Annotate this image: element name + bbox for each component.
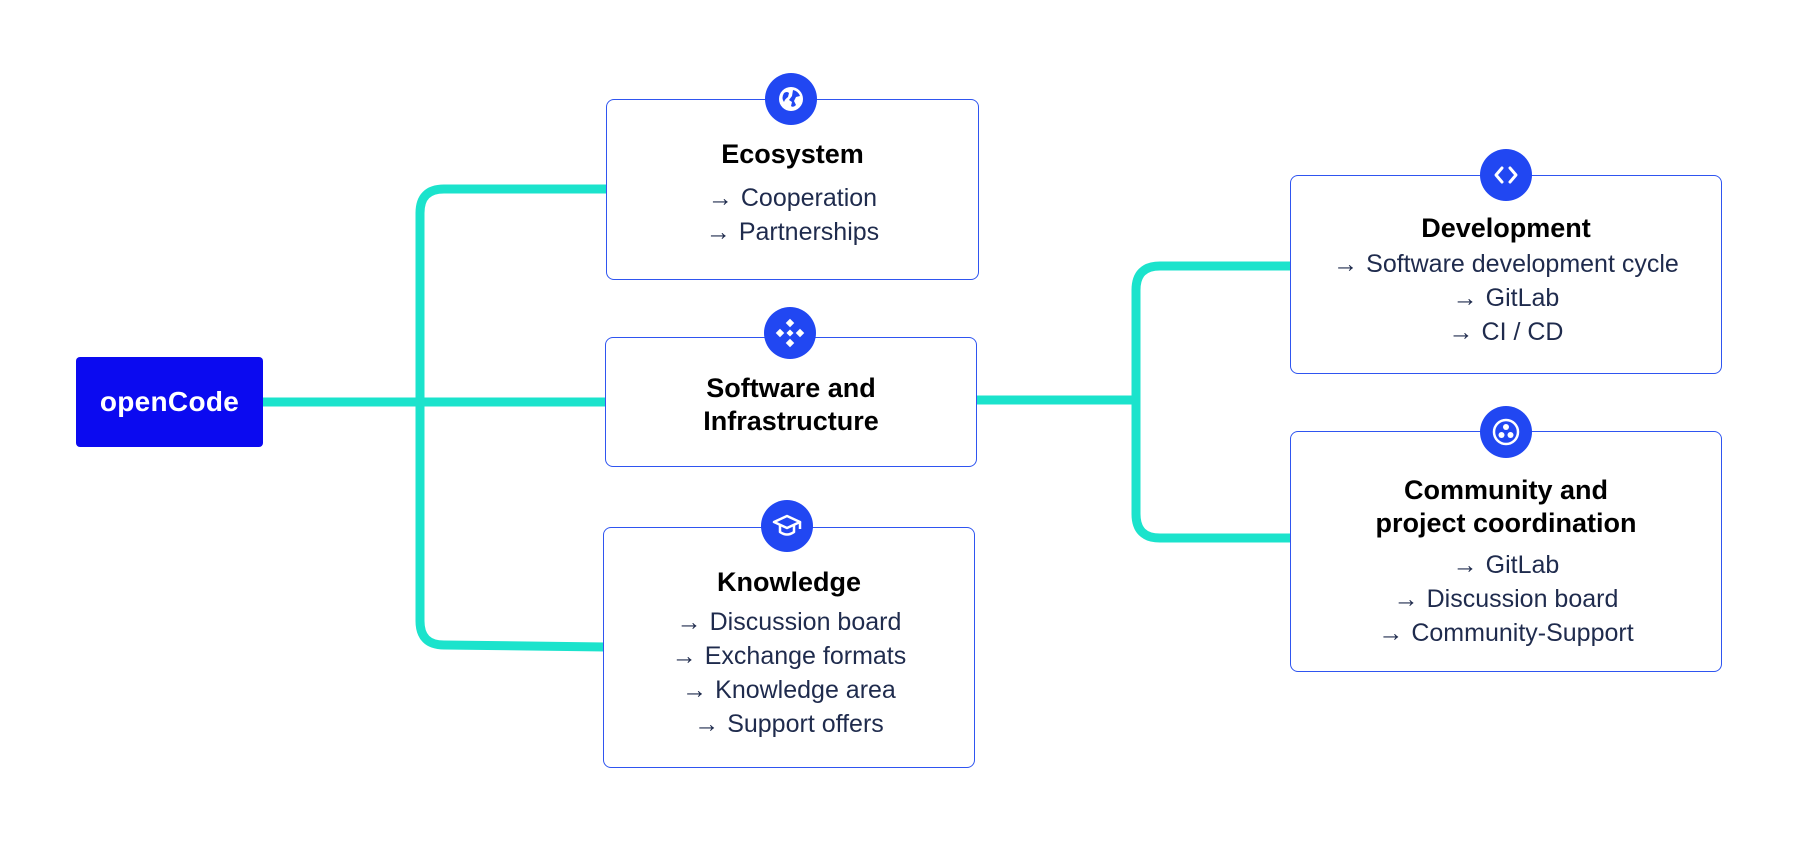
item-list: →Software development cycle →GitLab →CI …: [1333, 247, 1679, 349]
node-title-line1: Software and: [706, 373, 876, 403]
node-title: Ecosystem: [721, 139, 864, 169]
item-list: →Discussion board →Exchange formats →Kno…: [672, 605, 907, 741]
list-item: →Discussion board: [1393, 585, 1619, 613]
node-title: Knowledge: [716, 567, 861, 597]
list-item: →Cooperation: [707, 184, 878, 212]
list-item: →GitLab: [1452, 551, 1560, 579]
components-icon: [764, 307, 816, 359]
list-item: →Discussion board: [676, 608, 902, 636]
graduation-cap-icon: [761, 500, 813, 552]
root-node: openCode: [76, 357, 263, 447]
node-development: Development →Software development cycle …: [1290, 175, 1722, 374]
node-title-line2: Infrastructure: [703, 406, 879, 436]
connector-left-trunk: [415, 184, 611, 652]
list-item: →Support offers: [694, 710, 884, 738]
community-icon: [1480, 406, 1532, 458]
node-community-coordination: Community and project coordination →GitL…: [1290, 431, 1722, 672]
list-item: →Community-Support: [1378, 619, 1634, 647]
node-knowledge: Knowledge →Discussion board →Exchange fo…: [603, 527, 975, 768]
list-item: →GitLab: [1452, 284, 1560, 312]
item-list: →Cooperation →Partnerships: [706, 181, 879, 249]
node-title: Development: [1421, 213, 1591, 243]
list-item: →CI / CD: [1448, 318, 1564, 346]
list-item: →Knowledge area: [682, 676, 896, 704]
root-label: openCode: [99, 386, 240, 417]
node-title-line1: Community and: [1403, 475, 1608, 505]
connector-right-trunk: [1131, 261, 1300, 543]
node-title-line2: project coordination: [1375, 508, 1637, 538]
list-item: →Partnerships: [705, 218, 880, 246]
list-item: →Exchange formats: [671, 642, 907, 670]
globe-icon: [765, 73, 817, 125]
code-icon: [1480, 149, 1532, 201]
node-software-infrastructure: Software and Infrastructure: [605, 337, 977, 467]
list-item: →Software development cycle: [1333, 250, 1679, 278]
node-ecosystem: Ecosystem →Cooperation →Partnerships: [606, 99, 979, 280]
item-list: →GitLab →Discussion board →Community-Sup…: [1378, 548, 1633, 650]
